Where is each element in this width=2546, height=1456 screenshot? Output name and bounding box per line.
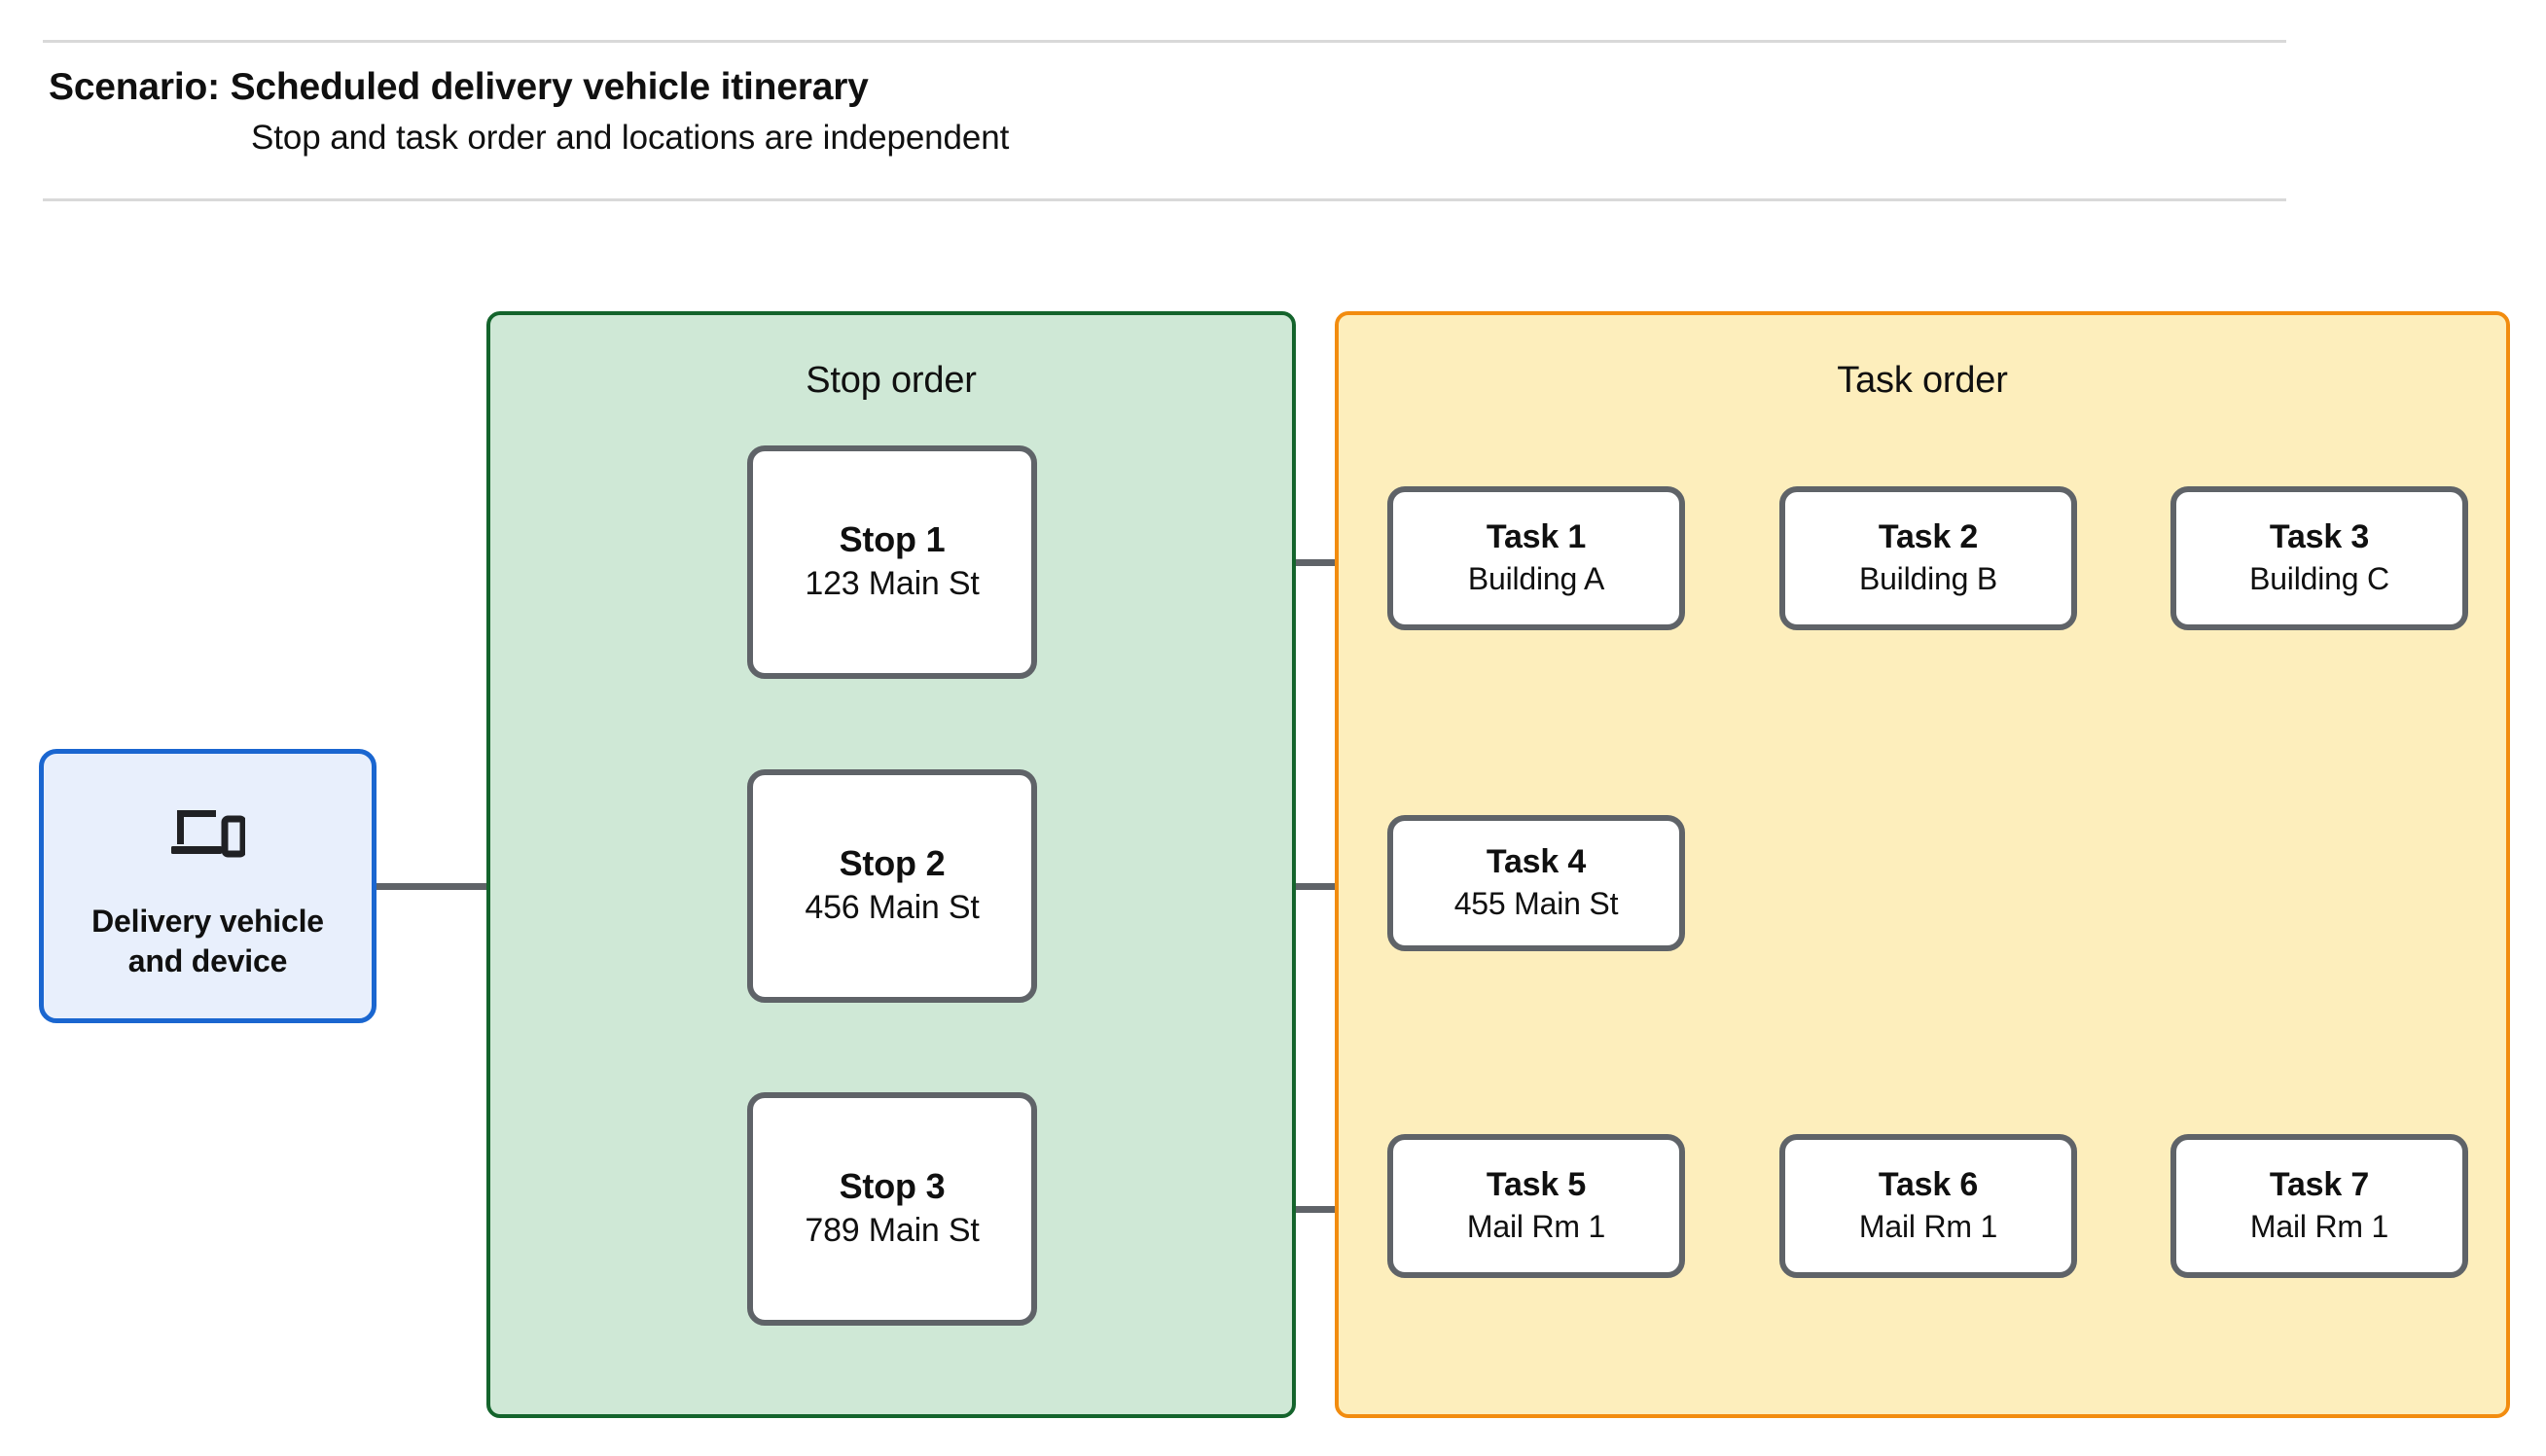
task-node-5-location: Mail Rm 1 <box>1466 1209 1606 1245</box>
task-node-6-title: Task 6 <box>1878 1166 1979 1204</box>
task-node-3[interactable]: Task 3 Building C <box>2170 486 2468 630</box>
page-title: Scenario: Scheduled delivery vehicle iti… <box>49 66 869 108</box>
stop-node-3-location: 789 Main St <box>805 1212 980 1250</box>
task-node-2[interactable]: Task 2 Building B <box>1779 486 2077 630</box>
stop-node-2[interactable]: Stop 2 456 Main St <box>747 769 1037 1003</box>
task-node-2-location: Building B <box>1858 561 1998 597</box>
task-order-panel-title: Task order <box>1837 360 2008 401</box>
task-node-3-title: Task 3 <box>2269 518 2370 556</box>
task-node-1-title: Task 1 <box>1486 518 1587 556</box>
devices-icon <box>170 804 246 859</box>
stop-node-1[interactable]: Stop 1 123 Main St <box>747 445 1037 679</box>
delivery-vehicle-label: Delivery vehicle and device <box>91 902 324 981</box>
task-node-3-location: Building C <box>2249 561 2389 597</box>
delivery-vehicle-node[interactable]: Delivery vehicle and device <box>39 749 377 1023</box>
page-subtitle: Stop and task order and locations are in… <box>251 119 1010 157</box>
task-node-1-location: Building A <box>1467 561 1605 597</box>
header-divider-bottom <box>43 198 2286 201</box>
task-node-2-title: Task 2 <box>1878 518 1979 556</box>
stop-node-2-title: Stop 2 <box>839 842 946 883</box>
delivery-vehicle-label-line1: Delivery vehicle <box>91 904 324 939</box>
stop-node-3[interactable]: Stop 3 789 Main St <box>747 1092 1037 1326</box>
task-node-5-title: Task 5 <box>1486 1166 1587 1204</box>
task-node-7-location: Mail Rm 1 <box>2249 1209 2389 1245</box>
task-node-4-title: Task 4 <box>1486 843 1587 881</box>
header-divider-top <box>43 40 2286 43</box>
task-node-7[interactable]: Task 7 Mail Rm 1 <box>2170 1134 2468 1278</box>
task-node-6[interactable]: Task 6 Mail Rm 1 <box>1779 1134 2077 1278</box>
task-node-5[interactable]: Task 5 Mail Rm 1 <box>1387 1134 1685 1278</box>
task-node-1[interactable]: Task 1 Building A <box>1387 486 1685 630</box>
stop-node-3-title: Stop 3 <box>839 1165 946 1206</box>
stop-node-1-location: 123 Main St <box>805 565 980 603</box>
task-node-4-location: 455 Main St <box>1453 886 1619 922</box>
connector-vehicle-to-trunk <box>377 883 557 890</box>
stop-node-1-title: Stop 1 <box>839 518 946 559</box>
task-node-7-title: Task 7 <box>2269 1166 2370 1204</box>
task-node-4[interactable]: Task 4 455 Main St <box>1387 815 1685 951</box>
delivery-vehicle-label-line2: and device <box>127 942 288 978</box>
task-node-6-location: Mail Rm 1 <box>1858 1209 1998 1245</box>
stop-order-panel-title: Stop order <box>806 360 977 401</box>
stop-node-2-location: 456 Main St <box>805 889 980 927</box>
